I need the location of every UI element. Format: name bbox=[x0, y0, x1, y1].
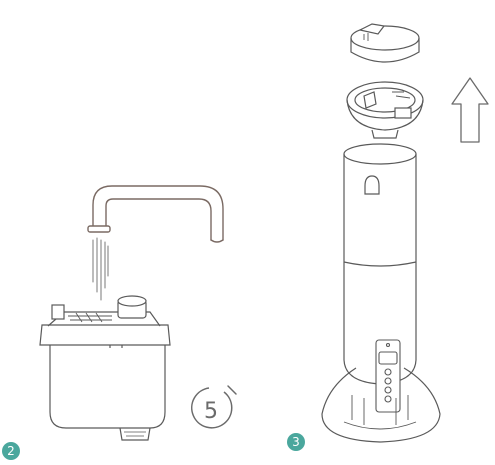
step-badge-3: 3 bbox=[287, 433, 305, 451]
top-cap bbox=[351, 24, 419, 62]
timer-icon: 5 bbox=[192, 386, 236, 428]
filter-cartridge bbox=[40, 296, 170, 440]
cap-assembly bbox=[347, 82, 423, 138]
up-arrow-icon bbox=[452, 78, 488, 142]
timer-value: 5 bbox=[204, 399, 218, 424]
step-number: 3 bbox=[292, 435, 300, 449]
step-badge-2: 2 bbox=[2, 442, 20, 460]
step-number: 2 bbox=[7, 444, 15, 458]
water-stream bbox=[93, 238, 108, 300]
faucet-icon bbox=[88, 186, 223, 242]
